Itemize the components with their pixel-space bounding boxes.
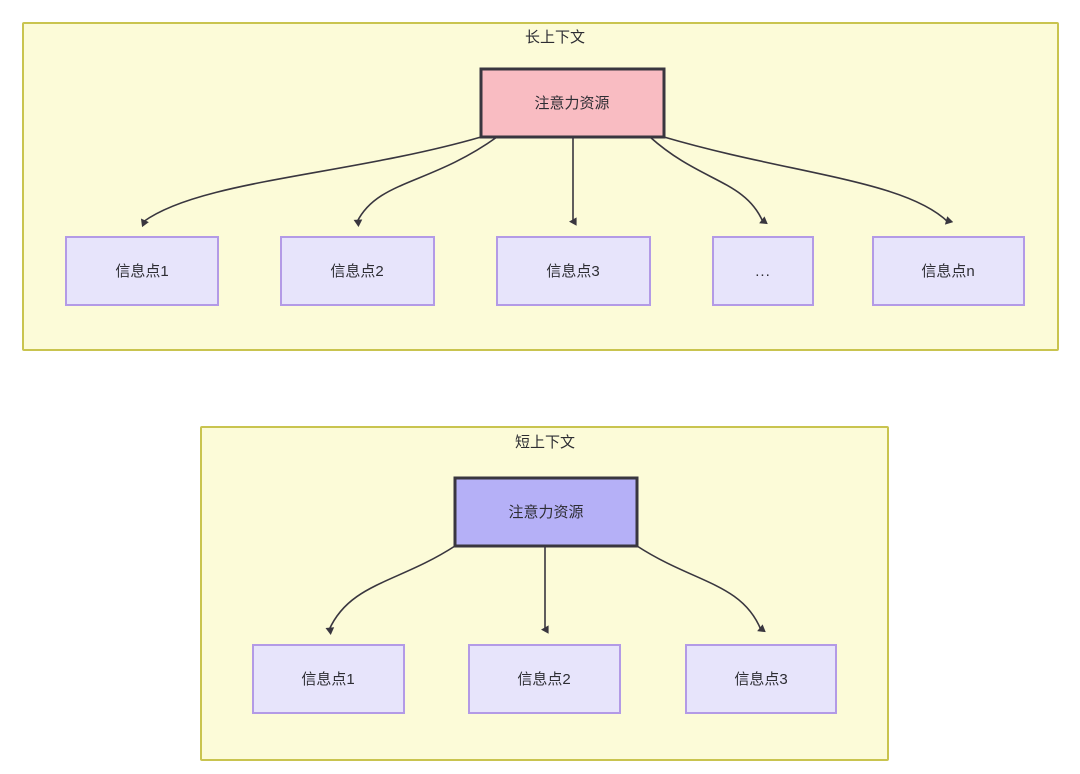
short-context-leaf-1-box[interactable] <box>252 644 405 714</box>
long-context-leaf-5-label: 信息点n <box>921 263 974 280</box>
edge-root-to-leaf-2 <box>353 136 498 228</box>
short-context-leaf-3[interactable]: 信息点3 <box>685 644 837 714</box>
long-context-leaf-3[interactable]: 信息点3 <box>496 236 651 306</box>
edge-root-to-leaf-4 <box>649 136 768 225</box>
long-context-leaf-3-box[interactable] <box>496 236 651 306</box>
short-context-edges <box>325 545 766 635</box>
short-context-leaf-1[interactable]: 信息点1 <box>252 644 405 714</box>
long-context-leaf-4-box[interactable] <box>712 236 814 306</box>
long-context-edges <box>140 136 954 228</box>
long-context-leaf-2-label: 信息点2 <box>330 263 383 280</box>
long-context-leaf-1[interactable]: 信息点1 <box>65 236 219 306</box>
short-context-root-box[interactable] <box>453 476 639 548</box>
short-context-root-label: 注意力资源 <box>508 503 583 521</box>
short-context-leaf-3-label: 信息点3 <box>734 671 787 688</box>
short-context-title: 短上下文 <box>515 434 575 451</box>
long-context-title: 长上下文 <box>525 29 585 46</box>
diagram-long-context: 长上下文 注意力资源 信息点1 信息点2 <box>22 22 1059 351</box>
short-context-leaf-3-box[interactable] <box>685 644 837 714</box>
short-context-leaf-2-box[interactable] <box>468 644 621 714</box>
long-context-leaf-5-box[interactable] <box>872 236 1025 306</box>
short-context-leaf-2[interactable]: 信息点2 <box>468 644 621 714</box>
long-context-root-box[interactable] <box>479 67 666 139</box>
long-context-root-node[interactable]: 注意力资源 <box>479 67 666 139</box>
long-context-leaf-1-label: 信息点1 <box>115 263 168 280</box>
long-context-root-label: 注意力资源 <box>534 94 609 112</box>
long-context-leaf-5[interactable]: 信息点n <box>872 236 1025 306</box>
short-context-leaf-2-label: 信息点2 <box>517 671 570 688</box>
diagram-short-context: 短上下文 注意力资源 信息点1 信息点2 信息点3 <box>200 426 889 761</box>
edge-root-to-leaf-1 <box>140 136 482 228</box>
long-context-leaf-1-box[interactable] <box>65 236 219 306</box>
long-context-leaf-2-box[interactable] <box>280 236 435 306</box>
edge-short-root-to-leaf-1 <box>325 545 456 635</box>
long-context-leaf-4-label: ... <box>755 263 771 280</box>
long-context-leaf-2[interactable]: 信息点2 <box>280 236 435 306</box>
edge-root-to-leaf-5 <box>663 136 954 225</box>
long-context-leaf-4[interactable]: ... <box>712 236 814 306</box>
short-context-leaf-1-label: 信息点1 <box>301 671 354 688</box>
short-context-root-node[interactable]: 注意力资源 <box>453 476 639 548</box>
long-context-leaf-3-label: 信息点3 <box>546 263 599 280</box>
edge-short-root-to-leaf-3 <box>636 545 766 633</box>
